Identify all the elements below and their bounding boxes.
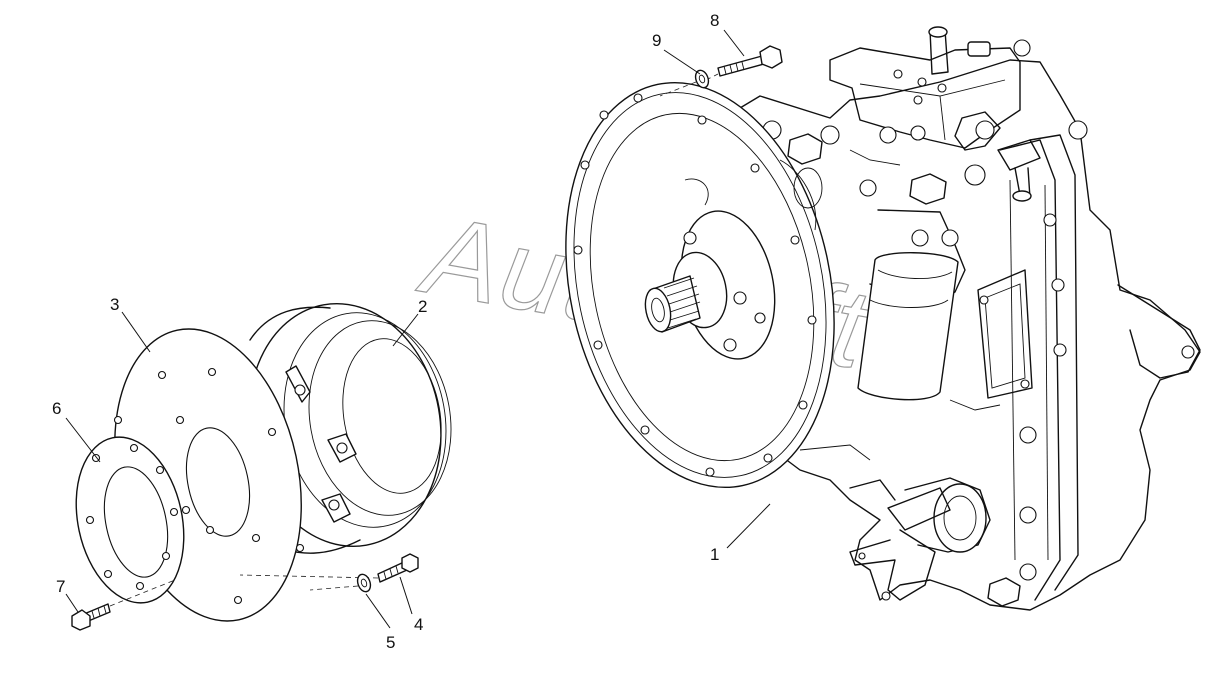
callout-8: 8 bbox=[710, 11, 719, 30]
part-4-bolt bbox=[239, 553, 419, 583]
part-5-washer bbox=[309, 573, 372, 593]
part-1-gearbox bbox=[565, 26, 1201, 611]
callout-1: 1 bbox=[710, 545, 719, 564]
callout-2: 2 bbox=[418, 297, 427, 316]
part-6-adapter-ring bbox=[75, 436, 185, 604]
callout-9: 9 bbox=[652, 31, 661, 50]
flange-bolt-holes bbox=[573, 93, 817, 477]
callout-5: 5 bbox=[386, 633, 395, 652]
part-8-bolt bbox=[705, 45, 783, 81]
callout-4: 4 bbox=[414, 615, 423, 634]
callout-3: 3 bbox=[110, 295, 119, 314]
callout-6: 6 bbox=[52, 399, 61, 418]
part-9-washer bbox=[659, 69, 710, 97]
callout-labels: 1 2 3 4 5 6 7 8 9 bbox=[52, 11, 719, 652]
part-7-bolt bbox=[71, 579, 176, 631]
callout-7: 7 bbox=[56, 577, 65, 596]
leader-lines bbox=[65, 29, 771, 629]
